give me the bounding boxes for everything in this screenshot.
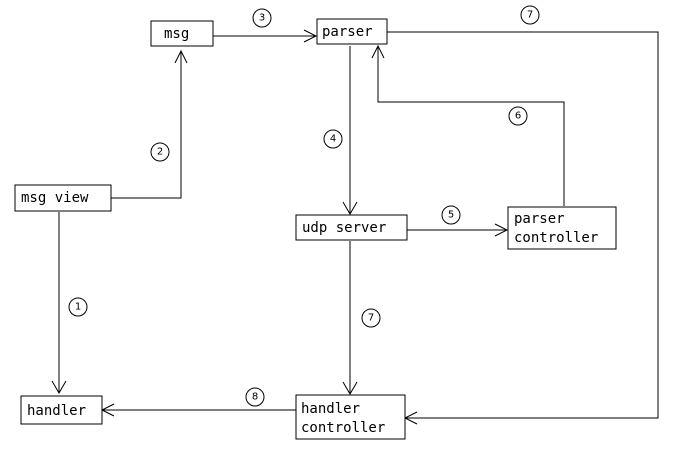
node-msg-label: msg [164,26,189,42]
svg-text:7: 7 [527,10,533,21]
svg-text:2: 2 [157,147,163,158]
step-badge-2: 2 [150,142,170,162]
node-parser: parser [316,18,388,45]
step-badge-8: 8 [245,387,265,407]
svg-text:5: 5 [448,210,454,221]
step-badge-3: 3 [252,8,272,28]
edge-msgview-to-msg [111,49,188,199]
step-badge-4: 4 [323,129,343,149]
node-parser-controller-label-line2: controller [514,230,598,246]
edge-handler-controller-to-handler [100,403,296,417]
edge-msg-to-parser [213,29,318,43]
node-udp-server: udp server [295,214,408,241]
node-handler-controller-label-line1: handler [301,401,360,417]
node-parser-controller: parser controller [507,206,617,250]
svg-text:4: 4 [330,134,336,145]
node-msg-view-label: msg view [21,190,89,206]
node-handler: handler [20,395,103,425]
step-badge-1: 1 [68,297,88,317]
svg-text:6: 6 [515,111,521,122]
step-badge-6: 6 [508,106,528,126]
node-udp-server-label: udp server [302,220,386,236]
svg-text:3: 3 [259,13,265,24]
edge-parser-controller-to-parser [371,44,565,206]
node-parser-controller-label-line1: parser [514,211,565,227]
node-handler-controller: handler controller [295,394,406,440]
node-handler-label: handler [27,403,86,419]
node-msg: msg [150,20,214,47]
edge-parser-to-udp-server [342,46,358,215]
svg-text:7: 7 [368,313,374,324]
svg-text:8: 8 [252,392,258,403]
node-parser-label: parser [322,24,373,40]
step-badge-5: 5 [441,205,461,225]
node-msg-view: msg view [14,184,112,212]
step-badge-7-middle: 7 [361,308,381,328]
edge-udp-server-to-handler-controller [342,241,358,395]
step-badge-7-top: 7 [520,5,540,25]
node-handler-controller-label-line2: controller [301,420,385,436]
edge-msgview-to-handler [51,212,67,394]
svg-text:1: 1 [75,302,81,313]
edge-udp-server-to-parser-controller [407,223,509,237]
